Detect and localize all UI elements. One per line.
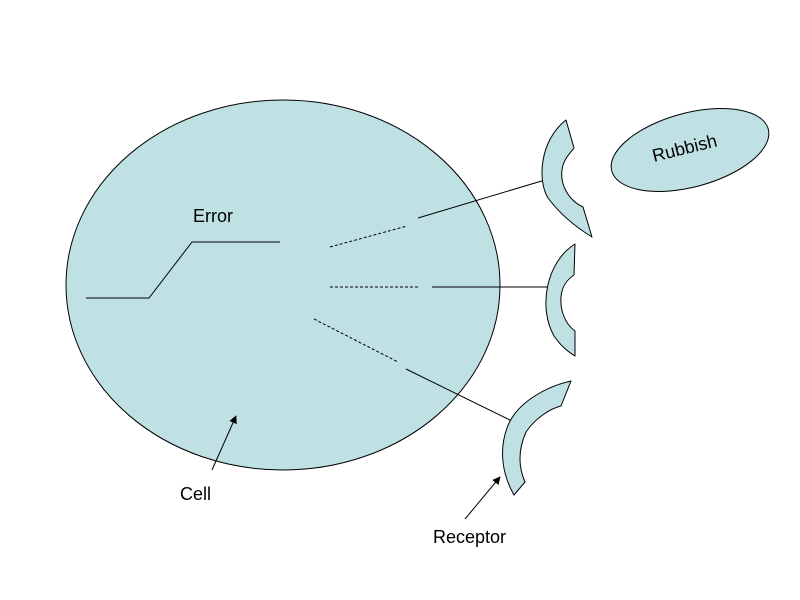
error-label: Error	[193, 206, 233, 226]
receptor-label: Receptor	[433, 527, 506, 547]
error-line	[86, 241, 280, 299]
receptor-middle-shape	[545, 243, 576, 357]
receptor-top-shape	[541, 119, 593, 238]
signal-line-upper-dashed	[329, 225, 408, 248]
receptor-bottom-shape	[502, 380, 572, 496]
signal-line-lower-dashed	[313, 318, 399, 363]
receptor-arrow	[464, 476, 501, 520]
signal-line-upper	[417, 179, 546, 219]
rubbish-ellipse	[610, 108, 770, 192]
cell-label: Cell	[180, 484, 211, 504]
cell-ellipse	[65, 99, 501, 471]
cell-arrow	[211, 415, 237, 471]
signal-line-lower	[405, 368, 519, 425]
